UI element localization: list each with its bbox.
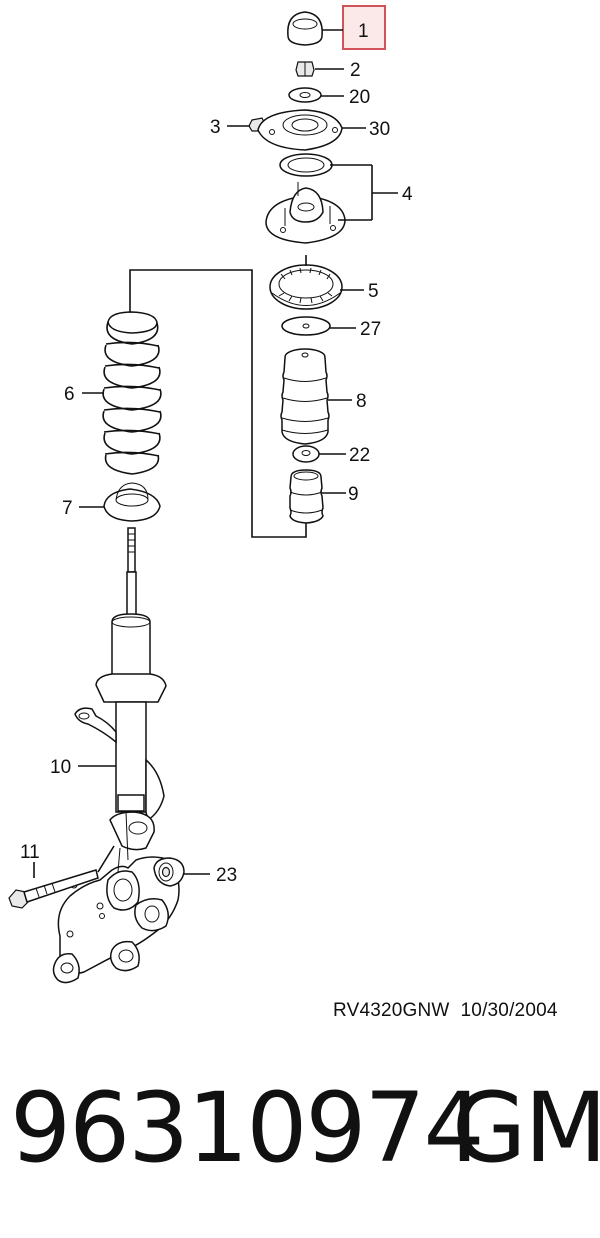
- part-9-bump-stop: [289, 469, 324, 524]
- diagram-date: 10/30/2004: [460, 1000, 558, 1021]
- callout-9: 9: [348, 484, 359, 505]
- knuckle-assembly: [52, 707, 180, 984]
- part-11-bolt: [8, 869, 99, 909]
- part-number: 96310974: [10, 1072, 485, 1184]
- callout-1-highlight: [342, 5, 386, 50]
- callout-8: 8: [356, 391, 367, 412]
- callout-30: 30: [369, 119, 390, 140]
- part-10-shock-absorber: [95, 527, 167, 813]
- callout-22: 22: [349, 445, 370, 466]
- callout-6: 6: [64, 384, 75, 405]
- part-6-coil-spring: [102, 311, 162, 475]
- callout-3: 3: [210, 117, 221, 138]
- callout-4: 4: [402, 184, 413, 205]
- part-20-washer: [288, 87, 322, 103]
- callout-20: 20: [349, 87, 370, 108]
- part-7-spring-seat: [103, 482, 161, 522]
- part-22-ring: [292, 445, 320, 463]
- assembly-bracket: [129, 255, 307, 538]
- callout-2: 2: [350, 60, 361, 81]
- diagram-code: RV4320GNW: [333, 1000, 450, 1021]
- diagram-reference: RV4320GNW 10/30/2004: [333, 1000, 558, 1022]
- callout-27: 27: [360, 319, 381, 340]
- part-2-nut: [295, 61, 315, 77]
- part-1-dust-cap: [287, 11, 323, 46]
- callout-5: 5: [368, 281, 379, 302]
- part-30-upper-plate: [257, 109, 343, 151]
- part-5-bearing: [269, 264, 343, 310]
- part-23-bushing: [153, 857, 185, 887]
- part-8-dust-boot: [280, 348, 330, 445]
- callout-11: 11: [20, 842, 40, 863]
- part-27-flat-washer: [281, 316, 331, 336]
- callout-7: 7: [62, 498, 73, 519]
- brand-name: GM: [452, 1072, 600, 1184]
- callout-23: 23: [216, 865, 237, 886]
- callout-10: 10: [50, 757, 71, 778]
- part-4-strut-mount: [265, 153, 346, 244]
- callout-1: 1: [358, 21, 369, 42]
